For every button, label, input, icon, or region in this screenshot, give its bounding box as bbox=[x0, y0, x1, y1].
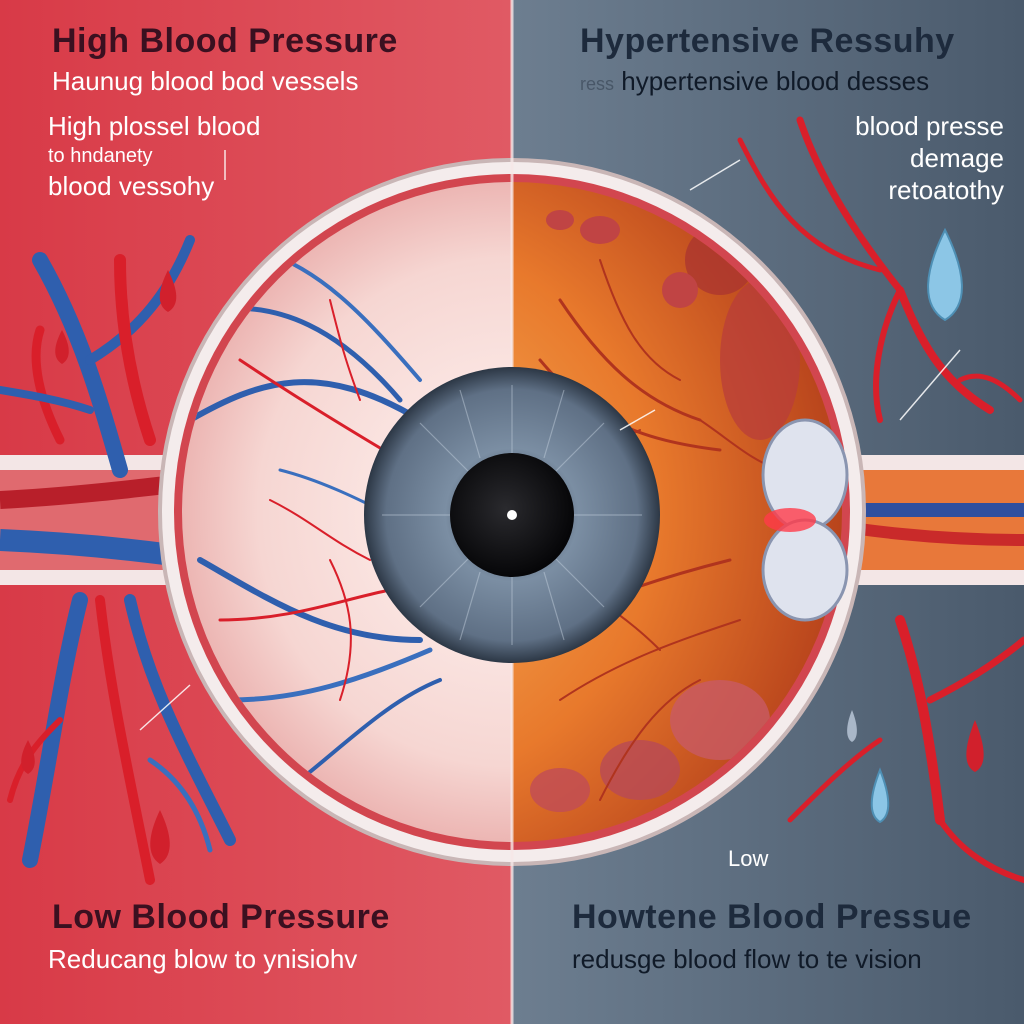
left-subheading: Haunug blood bod vessels bbox=[52, 66, 359, 96]
right-side-note-line-3: retoatothy bbox=[888, 175, 1004, 205]
right-subheading-prefix: ress bbox=[580, 74, 615, 94]
right-footer-heading: Howtene Blood Pressue bbox=[572, 898, 972, 936]
pointer-lines bbox=[139, 150, 961, 731]
iris-fibers bbox=[382, 385, 642, 645]
blood-drops-left bbox=[21, 270, 177, 864]
sclera-left bbox=[182, 182, 512, 842]
left-side-note-line-1: High plossel blood bbox=[48, 111, 261, 141]
outer-vessels-right bbox=[737, 116, 1024, 883]
left-side-note-line-3: blood vessohy bbox=[48, 171, 215, 201]
right-subheading-text: hypertensive blood desses bbox=[621, 66, 930, 96]
right-subheading: ress hypertensive blood desses bbox=[580, 66, 929, 97]
left-footer-heading: Low Blood Pressure bbox=[52, 898, 390, 936]
right-low-tag: Low bbox=[728, 846, 769, 871]
right-footer-sub: redusge blood flow to te vision bbox=[572, 944, 922, 974]
outer-vessels-left bbox=[0, 235, 236, 885]
right-side-note-line-2: demage bbox=[910, 143, 1004, 173]
left-side-note: High plossel blood to hndanety blood ves… bbox=[48, 110, 260, 202]
left-footer-sub: Reducang blow to ynisiohv bbox=[48, 944, 358, 974]
fluid-drops-right bbox=[847, 227, 984, 824]
right-side-note-line-1: blood presse bbox=[855, 111, 1004, 141]
optic-disc bbox=[761, 418, 849, 622]
left-heading: High Blood Pressure bbox=[52, 22, 398, 60]
blood-vessels-left bbox=[187, 248, 442, 782]
right-side-note: blood presse demage retoatothy bbox=[855, 110, 1004, 206]
left-side-note-line-2: to hndanety bbox=[48, 145, 153, 167]
right-heading: Hypertensive Ressuhy bbox=[580, 22, 955, 60]
